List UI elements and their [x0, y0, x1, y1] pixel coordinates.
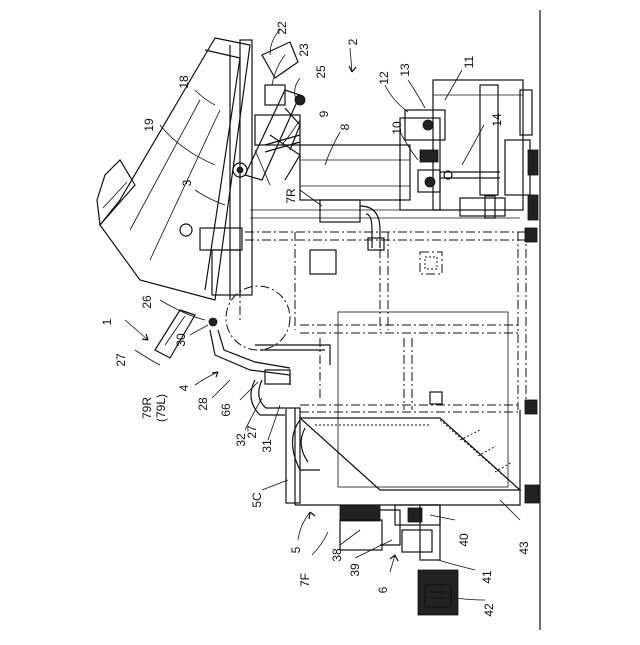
- label-12: 12: [377, 71, 391, 85]
- reference-numerals: 22 23 25 2 12 13 11 14 10 8 9 18 19 3 7R…: [100, 21, 531, 617]
- label-40: 40: [457, 533, 471, 547]
- label-27-lower: 27: [245, 425, 259, 439]
- label-39: 39: [348, 563, 362, 577]
- label-4: 4: [177, 384, 191, 391]
- label-22: 22: [275, 21, 289, 35]
- label-79L: (79L): [154, 394, 168, 422]
- label-11: 11: [462, 55, 476, 68]
- label-5: 5: [289, 546, 303, 553]
- label-7F: 7F: [298, 573, 312, 587]
- label-14: 14: [490, 113, 504, 127]
- label-66: 66: [219, 403, 233, 417]
- label-23: 23: [297, 43, 311, 57]
- label-3: 3: [180, 179, 194, 186]
- label-28: 28: [196, 397, 210, 411]
- label-30: 30: [174, 333, 188, 347]
- chassis-frame: [226, 228, 537, 414]
- label-13: 13: [398, 63, 412, 77]
- label-19: 19: [142, 118, 156, 132]
- label-41: 41: [480, 570, 494, 584]
- front-attachment: [155, 310, 330, 415]
- label-79R: 79R: [140, 397, 154, 419]
- label-6: 6: [376, 586, 390, 593]
- label-5C: 5C: [250, 492, 264, 508]
- label-1: 1: [100, 318, 114, 325]
- label-7R: 7R: [284, 188, 298, 204]
- label-38: 38: [330, 548, 344, 562]
- label-18: 18: [177, 75, 191, 89]
- label-9: 9: [317, 110, 331, 117]
- label-10: 10: [390, 121, 404, 135]
- label-43: 43: [517, 541, 531, 555]
- label-26: 26: [140, 295, 154, 309]
- label-27-upper: 27: [114, 353, 128, 367]
- label-25: 25: [314, 65, 328, 79]
- label-8: 8: [338, 123, 352, 130]
- label-42: 42: [482, 603, 496, 617]
- label-2: 2: [346, 38, 360, 45]
- label-31: 31: [260, 439, 274, 453]
